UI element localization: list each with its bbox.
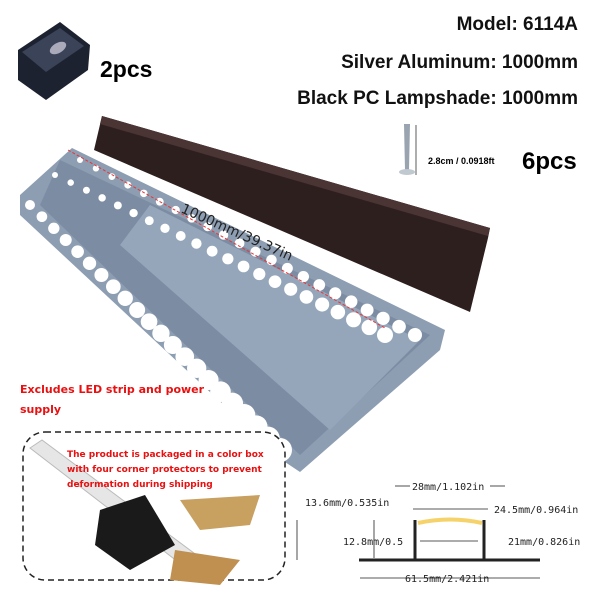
perforation-hole: [330, 304, 346, 320]
packaging-line: with four corner protectors to prevent: [67, 465, 262, 475]
screw-size-label: 2.8cm / 0.0918ft: [428, 156, 495, 166]
perforation-hole: [92, 165, 100, 172]
perforation-hole: [82, 186, 90, 194]
perforation-hole: [203, 222, 213, 232]
perforation-hole: [163, 336, 182, 354]
perforation-hole: [129, 302, 146, 318]
perforation-hole: [140, 189, 148, 198]
perforation-hole: [52, 172, 58, 178]
dim-cover-width: 24.5mm/0.964in: [494, 505, 578, 516]
packaging-line: The product is packaged in a color box: [67, 450, 264, 460]
perforation-hole: [36, 211, 48, 223]
perforation-hole: [117, 290, 133, 307]
perforation-hole: [71, 245, 84, 258]
perforation-hole: [140, 313, 158, 330]
perforation-hole: [82, 256, 97, 271]
excludes-line: Excludes LED strip and power: [20, 383, 205, 396]
perforation-hole: [152, 324, 170, 343]
perforation-hole: [218, 230, 229, 240]
screw-quantity: 6pcs: [522, 148, 577, 175]
perforation-hole: [160, 223, 170, 233]
perforation-hole: [124, 181, 132, 189]
perforation-hole: [175, 347, 195, 366]
perforation-hole: [144, 216, 154, 226]
perforation-hole: [313, 279, 326, 291]
perforation-hole: [222, 253, 234, 265]
perforation-hole: [129, 208, 138, 218]
perforation-hole: [191, 238, 202, 249]
perforation-hole: [67, 179, 74, 186]
perforation-hole: [94, 268, 109, 282]
perforation-hole: [297, 271, 310, 283]
perforation-hole: [268, 275, 282, 288]
dim-channel-height: 12.8mm/0.5: [343, 537, 403, 548]
perforation-hole: [237, 260, 250, 273]
perforation-hole: [77, 157, 83, 163]
perforation-hole: [106, 279, 121, 294]
aluminum-spec: Silver Aluminum: 1000mm: [341, 52, 578, 73]
perforation-hole: [175, 231, 186, 241]
perforation-hole: [376, 311, 390, 325]
screw-image: [399, 124, 417, 175]
dim-total-height: 13.6mm/0.535in: [305, 498, 389, 509]
perforation-hole: [284, 282, 298, 296]
perforation-hole: [299, 290, 314, 304]
perforation-hole: [108, 173, 116, 181]
perforation-hole: [392, 319, 406, 334]
end-cap-image: [18, 22, 90, 100]
perforation-hole: [281, 262, 293, 274]
perforation-hole: [48, 222, 60, 234]
perforation-hole: [344, 295, 358, 308]
model-label: Model: 6114A: [456, 14, 578, 35]
excludes-note: Excludes LED strip and power supply: [20, 380, 204, 420]
perforation-hole: [253, 267, 266, 281]
dim-base-width: 61.5mm/2.421in: [405, 574, 489, 585]
perforation-hole: [315, 297, 330, 312]
perforation-hole: [113, 201, 122, 210]
perforation-hole: [59, 234, 72, 246]
end-cap-quantity: 2pcs: [100, 56, 153, 82]
perforation-hole: [268, 438, 292, 462]
black-lampshade: [94, 116, 490, 312]
perforation-hole: [234, 238, 245, 249]
packaging-line: deformation during shipping: [67, 480, 213, 490]
perforation-hole: [25, 200, 35, 210]
excludes-line: supply: [20, 403, 62, 416]
perforation-hole: [377, 327, 393, 343]
perforation-hole: [361, 319, 378, 336]
perforation-hole: [408, 328, 422, 342]
packaging-frame: [22, 431, 286, 581]
perforation-hole: [206, 245, 218, 257]
aluminum-profile: [20, 148, 445, 472]
perforation-hole: [360, 303, 374, 317]
perforation-hole: [329, 287, 342, 300]
perforation-hole: [187, 214, 197, 223]
cross-section-diagram: [296, 485, 540, 579]
dim-inner-width: 21mm/0.826in: [508, 537, 580, 548]
dim-top-width: 28mm/1.102in: [412, 482, 484, 493]
packaging-note: The product is packaged in a color box w…: [67, 448, 264, 493]
lampshade-spec: Black PC Lampshade: 1000mm: [297, 88, 578, 109]
perforation-hole: [98, 194, 106, 202]
packaging-box-image: [29, 439, 260, 585]
perforation-hole: [346, 312, 362, 328]
